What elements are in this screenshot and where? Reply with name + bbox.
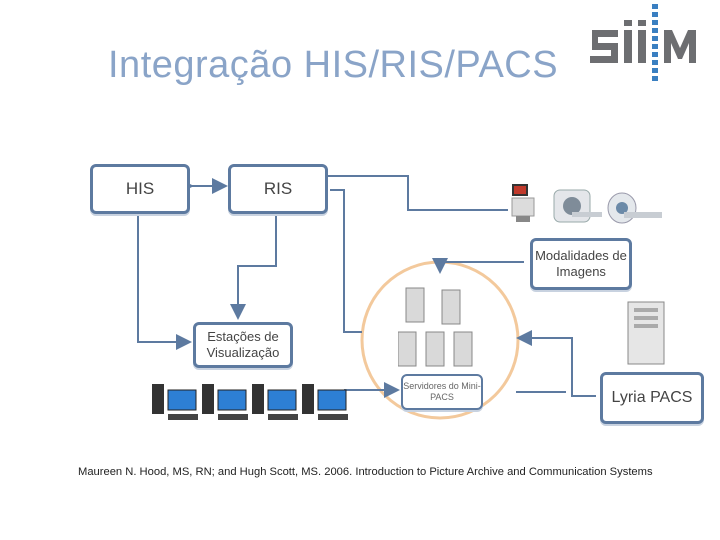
workstations: [152, 380, 352, 426]
mri-scanner-icon: [553, 189, 602, 223]
ultrasound-icon: [511, 184, 535, 222]
mini-pacs-servers: [397, 286, 482, 370]
his-node: HIS: [90, 164, 190, 214]
servidores-node: Servidores do Mini-PACS: [401, 374, 483, 410]
ct-scanner-icon: [607, 192, 662, 224]
lyria-server-icon: [627, 301, 665, 365]
lyria-pacs-node: Lyria PACS: [600, 372, 704, 424]
ris-node: RIS: [228, 164, 328, 214]
page-title: Integração HIS/RIS/PACS: [108, 44, 559, 86]
siim-logo: [590, 4, 696, 81]
workstation-icon: [152, 384, 348, 420]
modalidades-node: Modalidades de Imagens: [530, 238, 632, 290]
source-caption: Maureen N. Hood, MS, RN; and Hugh Scott,…: [78, 466, 653, 478]
estacoes-node: Estações de Visualização: [193, 322, 293, 368]
server-icon: [397, 287, 473, 367]
